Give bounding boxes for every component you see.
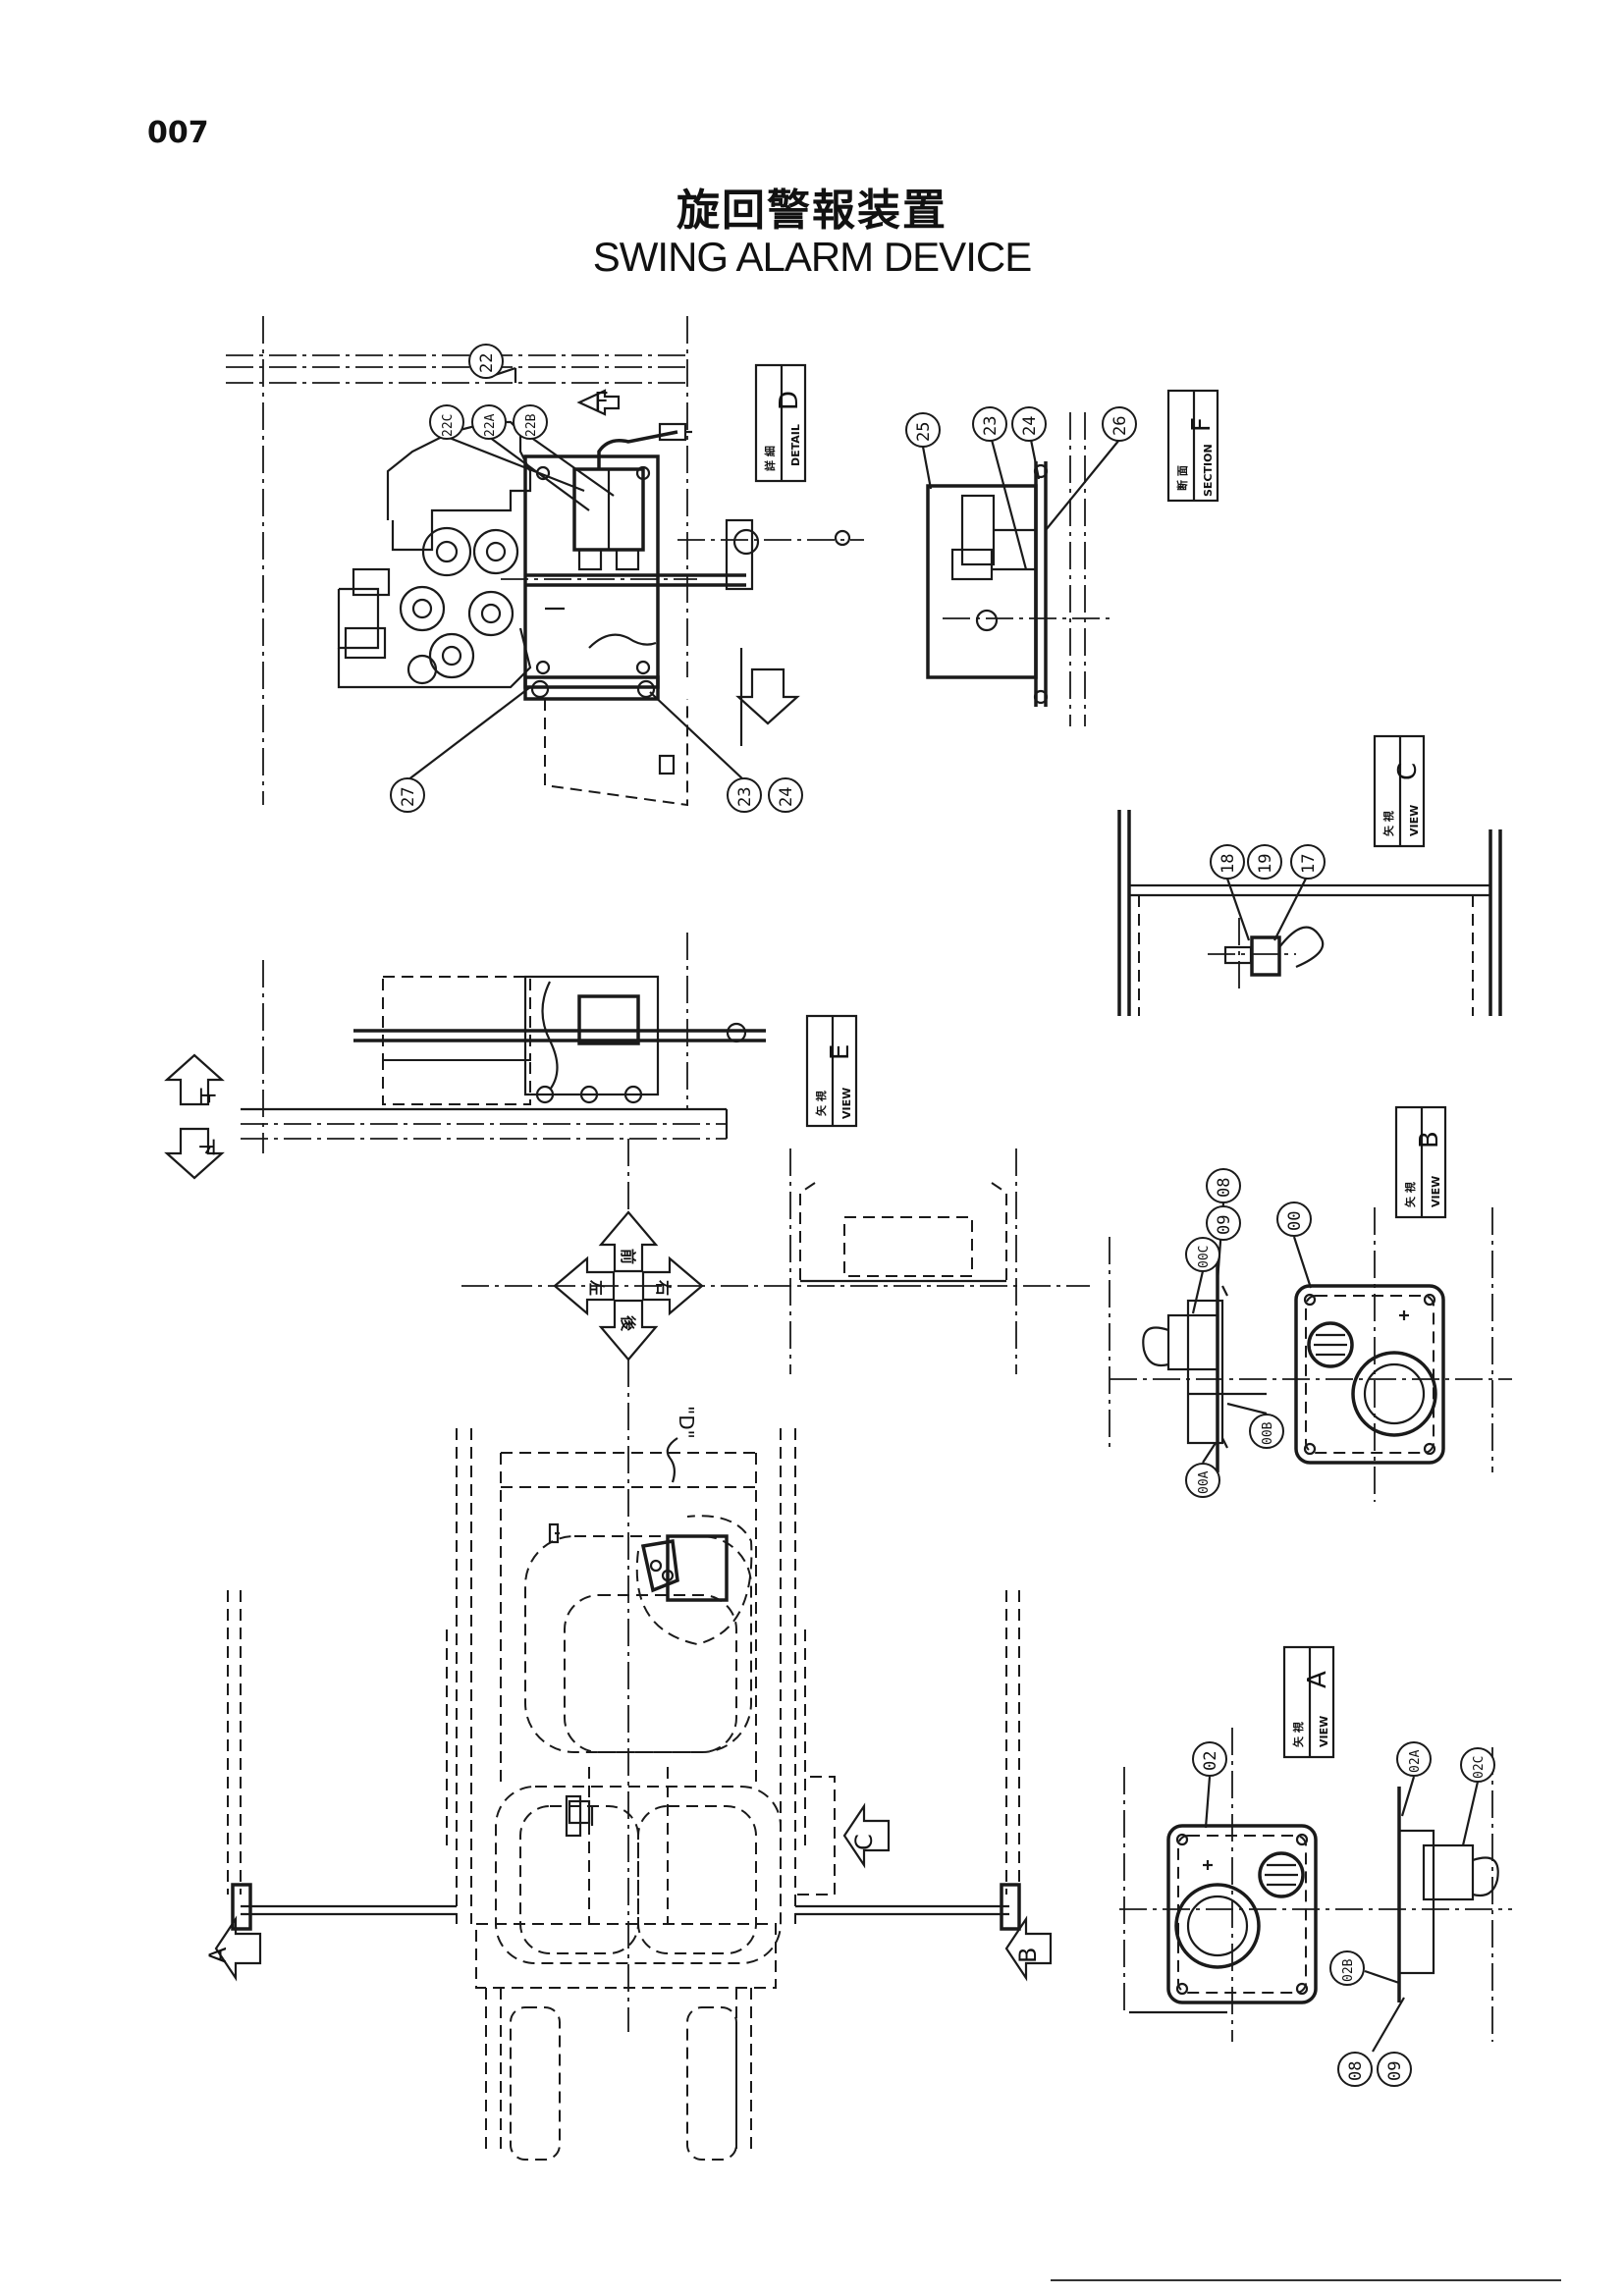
balloon-24-top: 24 bbox=[1020, 416, 1040, 436]
view-a-jp: 矢 視 bbox=[1291, 1722, 1305, 1747]
c-arrow-label: C bbox=[850, 1834, 878, 1850]
part-balloons bbox=[390, 344, 1495, 2087]
section-f-view bbox=[926, 412, 1110, 726]
view-a-letter: A bbox=[1303, 1671, 1332, 1688]
balloon-02: 02 bbox=[1201, 1751, 1220, 1771]
view-e-letter: E bbox=[826, 1044, 855, 1060]
view-e bbox=[241, 933, 766, 1153]
balloon-09-b: 09 bbox=[1215, 1215, 1234, 1235]
balloon-22c: 22C bbox=[441, 414, 456, 437]
balloon-22: 22 bbox=[477, 353, 497, 373]
section-f-en: SECTION bbox=[1202, 444, 1215, 497]
balloon-25: 25 bbox=[914, 422, 934, 442]
front-label: 前 bbox=[619, 1249, 637, 1264]
balloon-23-top: 23 bbox=[981, 416, 1001, 436]
view-e-label: 矢 視 VIEW E bbox=[805, 1014, 858, 1128]
f-arrow-label: F bbox=[594, 388, 609, 417]
view-c-jp: 矢 視 bbox=[1381, 811, 1395, 836]
up-arrow-label: 上 bbox=[196, 1088, 216, 1104]
view-c-en: VIEW bbox=[1408, 805, 1421, 836]
section-f-jp: 断 面 bbox=[1175, 465, 1189, 491]
leader-lines bbox=[406, 366, 1480, 2053]
balloon-00c: 00C bbox=[1197, 1246, 1212, 1268]
balloon-22a: 22A bbox=[483, 413, 498, 437]
machine-top-view: "D" A B C bbox=[204, 1139, 1090, 2161]
view-e-en: VIEW bbox=[840, 1088, 853, 1119]
bottom-rule bbox=[1051, 2279, 1561, 2281]
down-arrow-label: 下 bbox=[196, 1139, 216, 1155]
view-a-label: 矢 視 VIEW A bbox=[1282, 1645, 1335, 1759]
balloon-00: 00 bbox=[1285, 1211, 1305, 1231]
rear-label: 後 bbox=[619, 1315, 637, 1332]
view-b-letter: B bbox=[1415, 1131, 1444, 1148]
detail-d-letter: D bbox=[775, 391, 804, 410]
view-a bbox=[1119, 1728, 1512, 2042]
detail-d-view: F bbox=[226, 316, 864, 807]
section-f-letter: F bbox=[1187, 417, 1217, 432]
balloon-08-a: 08 bbox=[1346, 2061, 1366, 2081]
detail-d-jp: 詳 細 bbox=[763, 446, 777, 471]
view-b-en: VIEW bbox=[1430, 1176, 1442, 1207]
balloon-23-bottom: 23 bbox=[735, 787, 755, 807]
balloon-labels: 22 22C 22A 22B 25 23 24 26 27 23 24 18 1… bbox=[399, 353, 1487, 2081]
left-label: 左 bbox=[587, 1279, 606, 1296]
section-f-label: 断 面 SECTION F bbox=[1166, 389, 1219, 503]
view-e-jp: 矢 視 bbox=[814, 1091, 828, 1116]
view-b-jp: 矢 視 bbox=[1403, 1182, 1417, 1207]
balloon-26: 26 bbox=[1110, 416, 1130, 436]
b-arrow-label: B bbox=[1014, 1948, 1042, 1963]
balloon-18: 18 bbox=[1218, 854, 1238, 874]
view-c-label: 矢 視 VIEW C bbox=[1373, 734, 1426, 848]
right-label: 右 bbox=[654, 1280, 673, 1296]
view-c-letter: C bbox=[1393, 763, 1423, 780]
balloon-02c: 02C bbox=[1472, 1756, 1487, 1779]
balloon-22b: 22B bbox=[524, 413, 539, 437]
balloon-00b: 00B bbox=[1261, 1421, 1275, 1445]
title-japanese: 旋回警報装置 bbox=[677, 186, 947, 236]
balloon-02a: 02A bbox=[1408, 1749, 1423, 1773]
view-b bbox=[1109, 1207, 1512, 1502]
balloon-02b: 02B bbox=[1341, 1958, 1356, 1982]
view-a-en: VIEW bbox=[1318, 1716, 1330, 1747]
up-down-arrows: 上 下 bbox=[164, 1053, 225, 1180]
balloon-00a: 00A bbox=[1197, 1470, 1212, 1494]
detail-d-label: 詳 細 DETAIL D bbox=[754, 363, 807, 483]
balloon-27: 27 bbox=[399, 787, 418, 807]
detail-d-en: DETAIL bbox=[789, 424, 802, 466]
view-c bbox=[1117, 810, 1502, 1016]
balloon-17: 17 bbox=[1299, 854, 1319, 874]
page-number: 007 bbox=[147, 116, 209, 150]
a-arrow-label: A bbox=[204, 1947, 232, 1963]
view-b-label: 矢 視 VIEW B bbox=[1394, 1105, 1447, 1219]
balloon-08-b: 08 bbox=[1215, 1178, 1234, 1198]
balloon-09-a: 09 bbox=[1385, 2061, 1405, 2081]
balloon-24-bottom: 24 bbox=[777, 787, 796, 807]
balloon-19: 19 bbox=[1256, 854, 1275, 874]
title-english: SWING ALARM DEVICE bbox=[592, 234, 1032, 280]
d-reference-label: "D" bbox=[675, 1406, 698, 1439]
